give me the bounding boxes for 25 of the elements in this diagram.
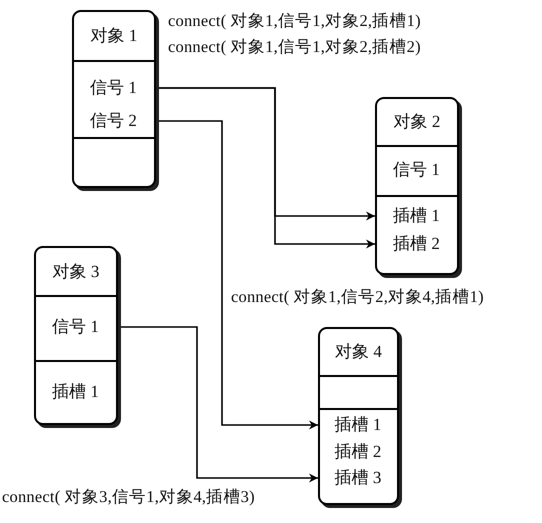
connect-call-note: connect( 对象1,信号2,对象4,插槽1) (231, 286, 484, 308)
object-title: 对象 2 (392, 111, 442, 134)
object-title: 对象 4 (334, 341, 383, 364)
connector-arrow (156, 87, 375, 248)
connector-arrow (156, 120, 318, 430)
slot-label: 信号 1 (34, 314, 118, 338)
slot-label: 插槽 1 (374, 204, 458, 228)
connector-arrow (118, 326, 318, 482)
slot-label: 插槽 1 (318, 412, 398, 436)
object-box (375, 97, 459, 275)
connect-call-note: connect( 对象1,信号1,对象2,插槽2) (168, 36, 421, 58)
slot-label: 插槽 2 (374, 232, 458, 256)
object-box (318, 327, 399, 505)
slot-label: 信号 1 (374, 158, 458, 182)
slot-label: 插槽 3 (318, 466, 398, 490)
slot-label: 插槽 2 (318, 440, 398, 464)
object-box (34, 246, 118, 425)
object-title: 对象 3 (52, 260, 100, 283)
slot-label: 信号 1 (72, 76, 156, 100)
slot-label: 插槽 1 (34, 380, 118, 404)
connect-call-note: connect( 对象3,信号1,对象4,插槽3) (2, 486, 255, 508)
connect-call-note: connect( 对象1,信号1,对象2,插槽1) (168, 10, 421, 32)
object-box (72, 10, 156, 188)
object-title: 对象 1 (90, 25, 138, 48)
slot-label: 信号 2 (72, 108, 156, 132)
